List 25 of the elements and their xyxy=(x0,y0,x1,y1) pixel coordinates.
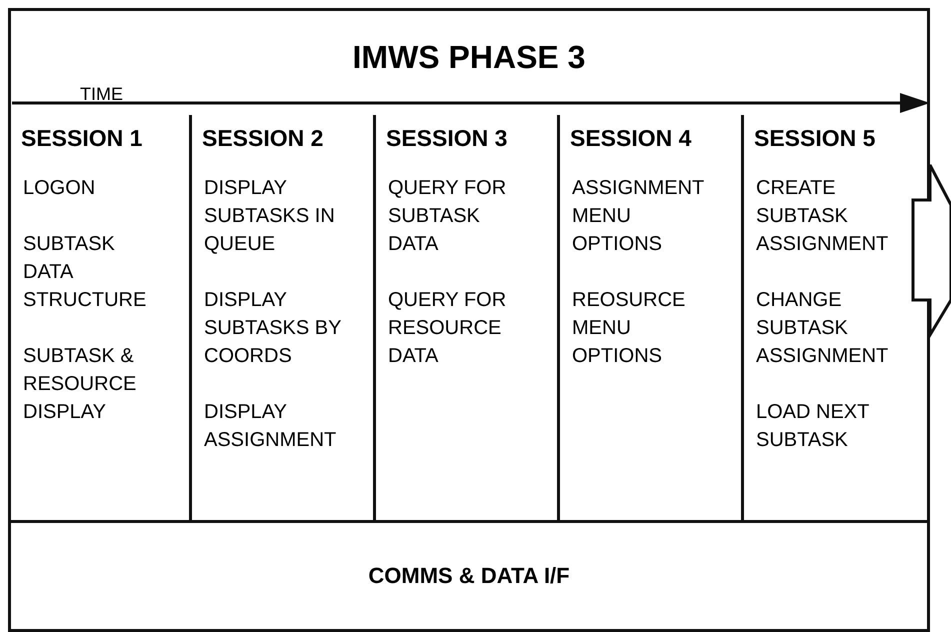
task-text: LOGON xyxy=(23,176,96,201)
task-text: REOSURCE MENU OPTIONS xyxy=(572,288,686,369)
band-label: COMMS & DATA I/F xyxy=(367,563,571,589)
task-text: ASSIGNMENT MENU OPTIONS xyxy=(572,176,705,257)
session-heading: SESSION 5 xyxy=(754,125,876,152)
task-text: QUERY FOR RESOURCE DATA xyxy=(388,288,508,369)
session-heading: SESSION 2 xyxy=(202,125,324,152)
task-text: DISPLAY ASSIGNMENT xyxy=(204,400,338,453)
session-heading: SESSION 3 xyxy=(386,125,508,152)
title-band xyxy=(8,8,930,118)
session-heading: SESSION 4 xyxy=(570,125,692,152)
interface-band xyxy=(8,520,930,632)
task-text: LOAD NEXT SUBTASK xyxy=(756,400,870,453)
session-column xyxy=(741,115,930,523)
band-title: IMWS PHASE 3 xyxy=(352,39,586,76)
task-text: DISPLAY SUBTASKS BY COORDS xyxy=(204,288,342,369)
task-text: SUBTASK & RESOURCE DISPLAY xyxy=(23,344,138,425)
session-column xyxy=(8,115,192,523)
session-heading: SESSION 1 xyxy=(21,125,142,152)
task-text: CHANGE SUBTASK ASSIGNMENT xyxy=(756,288,890,369)
task-text: SUBTASK DATA STRUCTURE xyxy=(23,232,148,313)
task-text: CREATE SUBTASK ASSIGNMENT xyxy=(756,176,890,257)
task-text: QUERY FOR SUBTASK DATA xyxy=(388,176,508,257)
task-text: DISPLAY SUBTASKS IN QUEUE xyxy=(204,176,336,257)
axis-label: TIME xyxy=(80,84,123,105)
